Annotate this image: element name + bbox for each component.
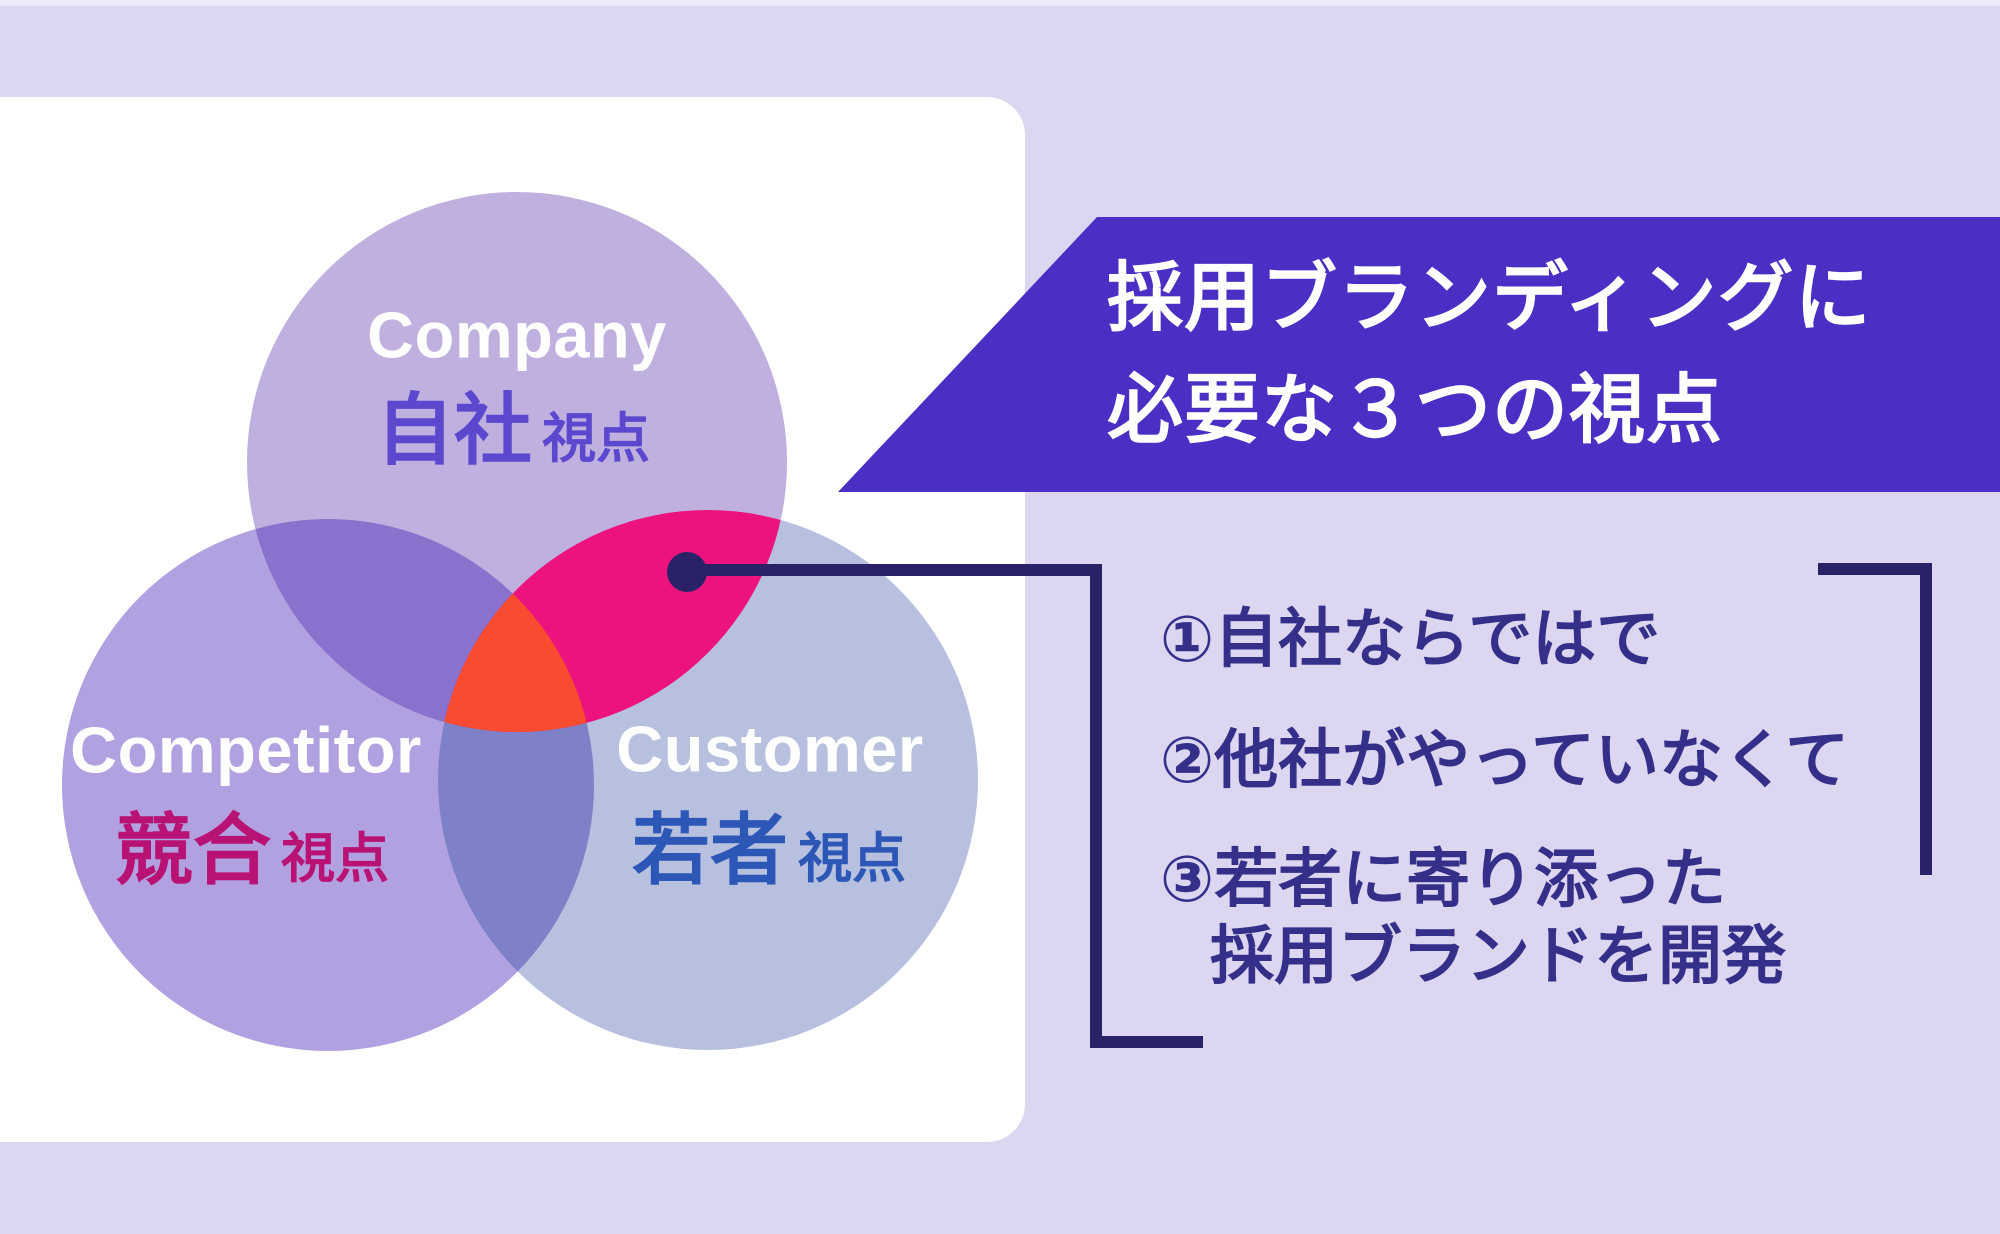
banner-title-line2: 必要な３つの視点 bbox=[1107, 367, 1723, 453]
overlap-company-customer bbox=[438, 510, 787, 732]
customer-label-jp: 若者 視点 bbox=[632, 788, 906, 900]
company-label-en: Company bbox=[367, 298, 667, 372]
title-banner: 採用ブランディングに 必要な３つの視点 bbox=[838, 217, 2000, 492]
connector-dot bbox=[667, 552, 707, 592]
company-jp-suffix: 視点 bbox=[542, 409, 651, 469]
banner-title-line1: 採用ブランディングに bbox=[1107, 255, 1872, 341]
list-item-3-line2: 採用ブランドを開発 bbox=[1210, 920, 1786, 992]
competitor-jp-suffix: 視点 bbox=[281, 829, 390, 889]
list-bracket bbox=[1818, 563, 1932, 875]
company-label-jp: 自社 視点 bbox=[376, 368, 650, 480]
competitor-jp-main: 競合 bbox=[114, 806, 272, 894]
company-jp-main: 自社 bbox=[375, 386, 533, 474]
customer-jp-suffix: 視点 bbox=[798, 829, 907, 889]
list-item-3: ③若者に寄り添った bbox=[1160, 843, 1727, 915]
list-item-2: ②他社がやっていなくて bbox=[1160, 724, 1850, 796]
competitor-label-en: Competitor bbox=[70, 713, 422, 787]
top-edge-strip bbox=[0, 0, 2000, 6]
customer-jp-main: 若者 bbox=[631, 806, 789, 894]
customer-label-en: Customer bbox=[616, 712, 924, 786]
connector-line bbox=[687, 564, 1203, 1048]
list-item-1: ①自社ならではで bbox=[1160, 603, 1661, 675]
competitor-label-jp: 競合 視点 bbox=[115, 788, 389, 900]
overlap-company-competitor bbox=[247, 519, 594, 732]
